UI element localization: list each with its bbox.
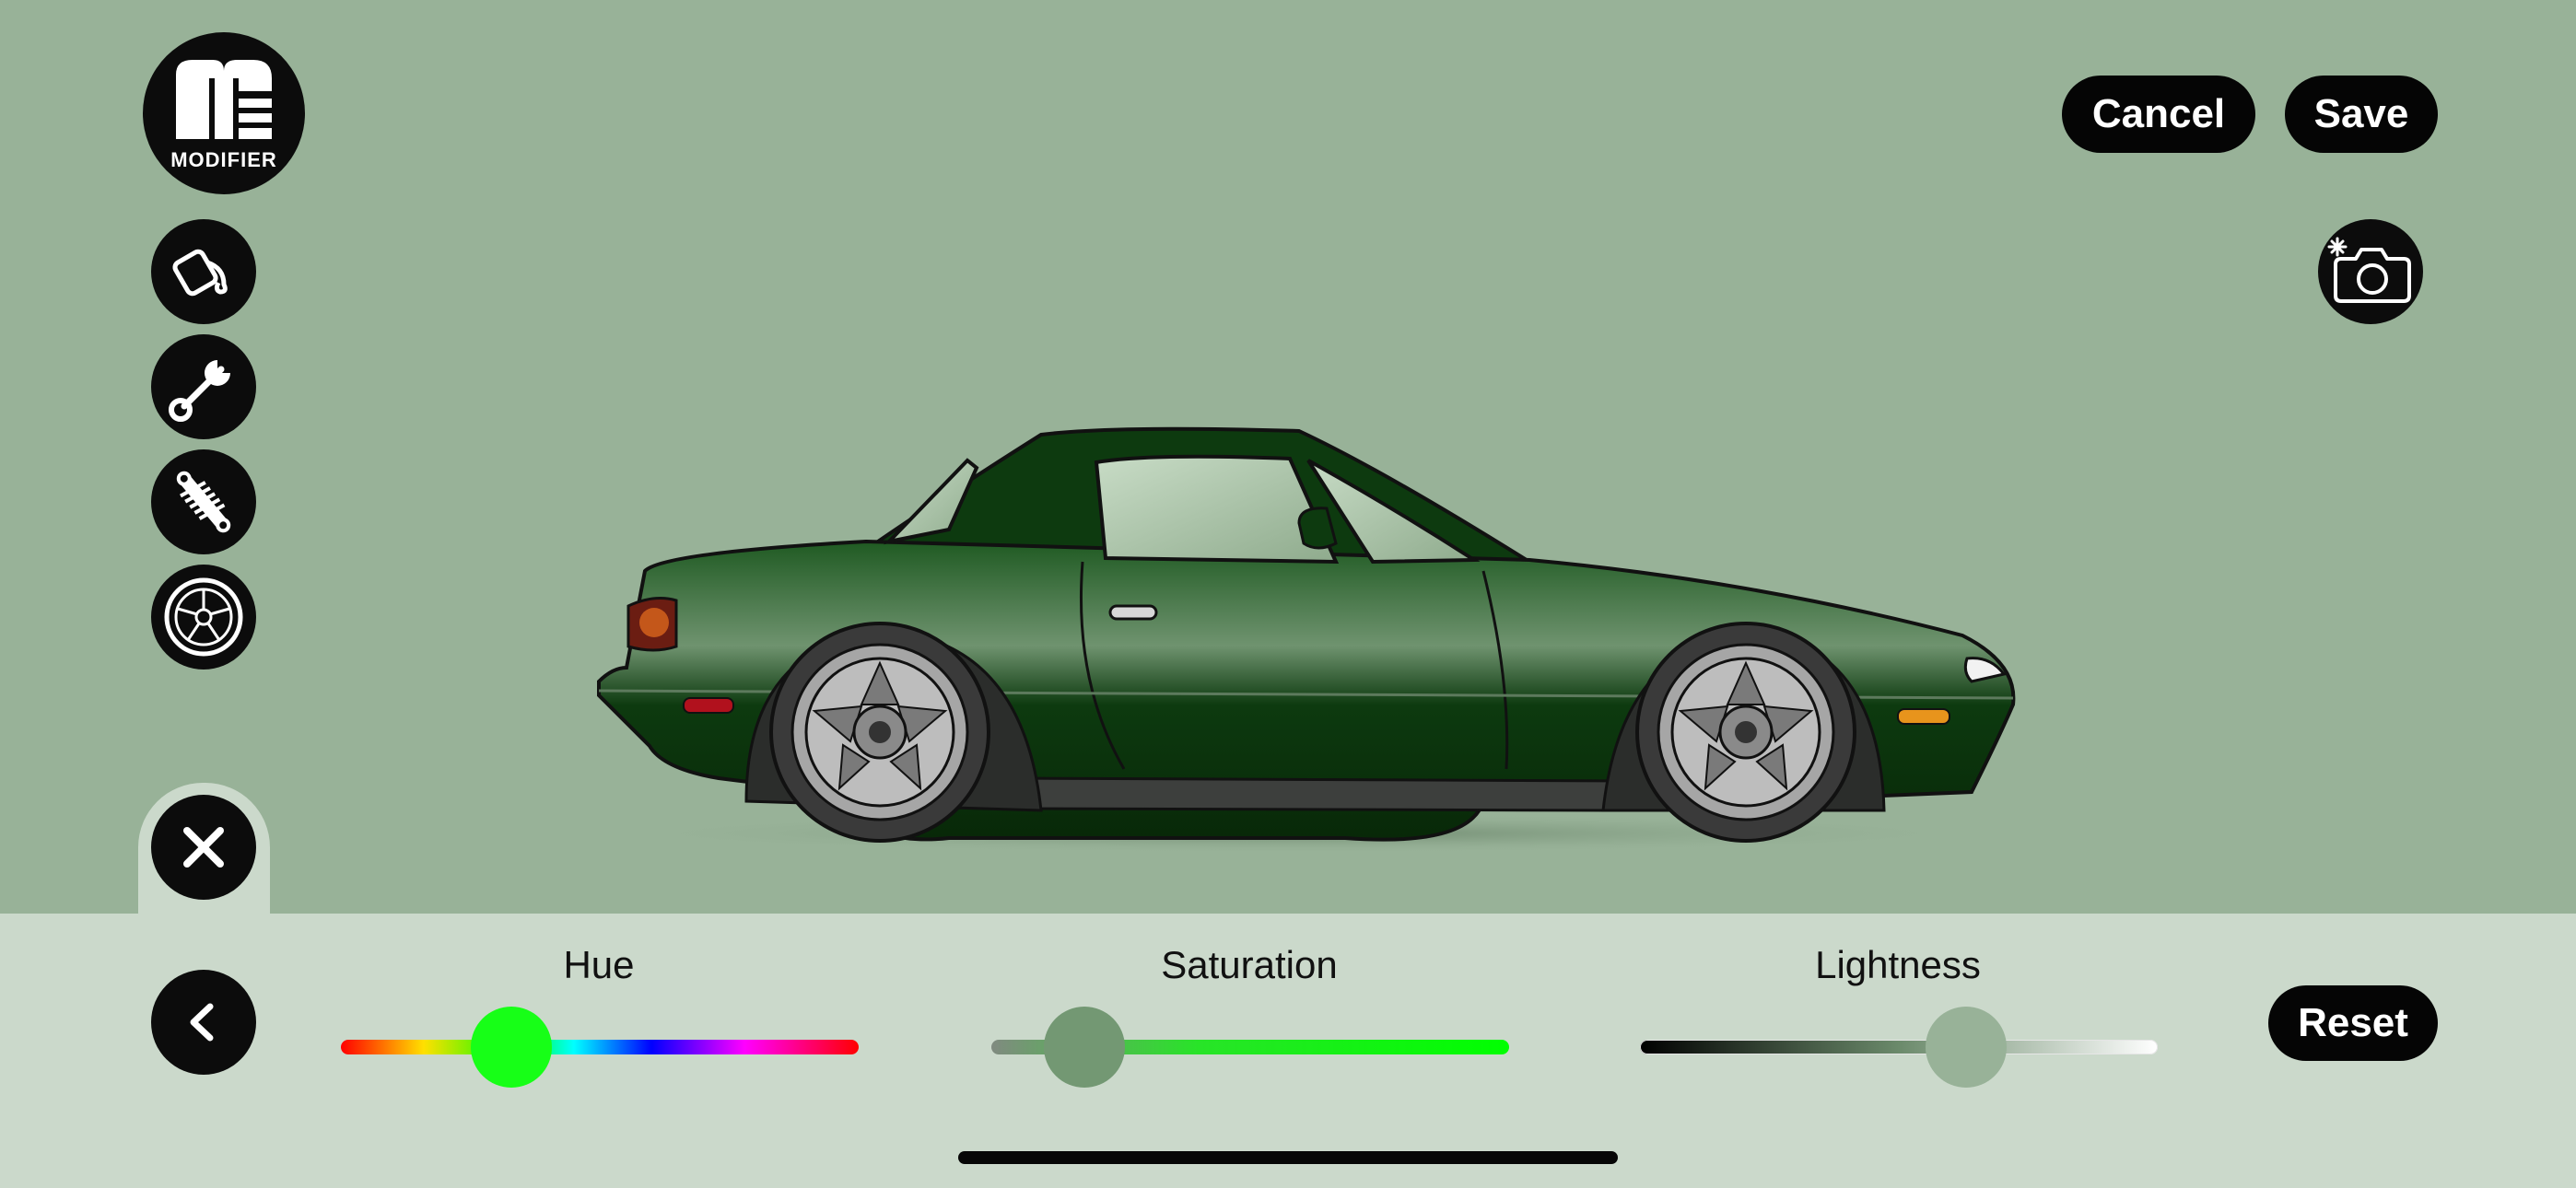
- lightness-slider-knob[interactable]: [1926, 1007, 2008, 1088]
- cancel-button[interactable]: Cancel: [2062, 76, 2255, 153]
- saturation-label: Saturation: [1161, 943, 1338, 986]
- back-button[interactable]: [151, 970, 256, 1075]
- wheel-icon: [164, 577, 243, 657]
- suspension-spring-icon: [176, 471, 231, 533]
- modifier-logo-icon: [176, 60, 272, 139]
- reset-button[interactable]: Reset: [2268, 985, 2438, 1061]
- wrench-icon: [169, 360, 230, 422]
- wheels-tool-button[interactable]: [151, 565, 256, 670]
- save-button[interactable]: Save: [2285, 76, 2438, 153]
- logo-wordmark: MODIFIER: [170, 148, 277, 171]
- parts-tool-button[interactable]: [151, 334, 256, 439]
- hue-label: Hue: [563, 943, 635, 986]
- saturation-slider-knob[interactable]: [1044, 1007, 1126, 1088]
- close-tool-button[interactable]: [151, 795, 256, 900]
- chevron-left-icon: [190, 1003, 214, 1042]
- suspension-tool-button[interactable]: [151, 449, 256, 554]
- close-icon: [183, 827, 224, 868]
- home-indicator: [958, 1151, 1618, 1164]
- car-illustration: [597, 426, 2016, 854]
- hue-track[interactable]: [341, 1040, 859, 1054]
- lightness-label: Lightness: [1815, 943, 1981, 986]
- paint-tool-button[interactable]: [151, 219, 256, 324]
- paint-bucket-icon: [172, 249, 228, 297]
- lightness-track[interactable]: [1640, 1040, 2158, 1054]
- app-logo: MODIFIER: [143, 32, 305, 194]
- camera-button[interactable]: [2318, 219, 2423, 324]
- camera-flash-icon: [2327, 237, 2411, 303]
- hue-slider-knob[interactable]: [471, 1007, 553, 1088]
- car-preview: [562, 405, 2036, 856]
